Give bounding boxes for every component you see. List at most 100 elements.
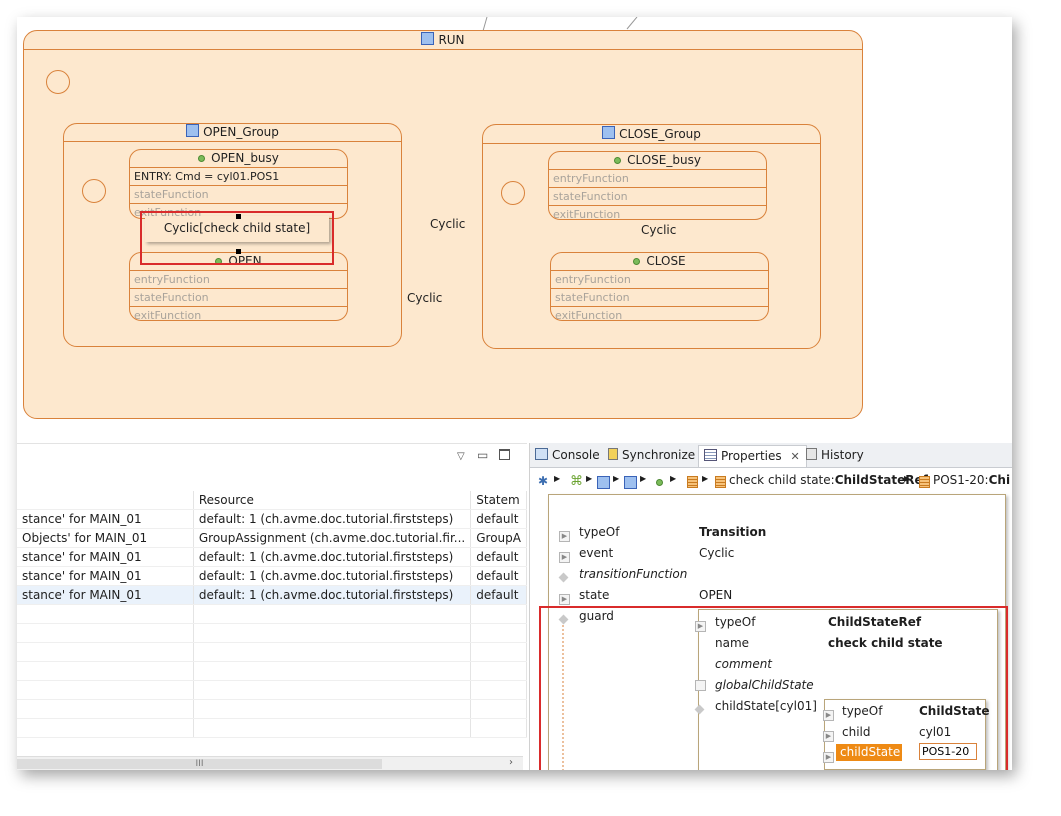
entry-function-row[interactable]: ENTRY: Cmd = cyl01.POS1: [130, 167, 347, 185]
close-state[interactable]: CLOSE entryFunction stateFunction exitFu…: [550, 252, 769, 321]
state-dot-icon[interactable]: [656, 479, 663, 486]
run-state-label: RUN: [438, 33, 465, 47]
selected-transition-label[interactable]: Cyclic[check child state]: [145, 216, 329, 242]
run-initial-state[interactable]: [46, 70, 70, 94]
column-header[interactable]: Statem: [470, 491, 527, 510]
table-cell: default: [470, 566, 527, 586]
child-row-typeof[interactable]: ▶ typeOf ChildState: [823, 704, 990, 721]
breadcrumb-separator-icon: ▶: [640, 474, 647, 483]
close-busy-state[interactable]: CLOSE_busy entryFunction stateFunction e…: [548, 151, 767, 220]
expand-icon[interactable]: ▶: [559, 531, 570, 542]
state-function-row[interactable]: stateFunction: [130, 185, 347, 203]
state-diagram-canvas[interactable]: RUN OPEN_Group OPEN_busy ENTRY: Cmd = cy…: [17, 17, 1012, 437]
state-dot-icon: [198, 155, 206, 162]
transition-label[interactable]: Cyclic: [641, 223, 677, 237]
state-group-icon[interactable]: [597, 476, 610, 489]
property-row-typeof[interactable]: ▶ typeOf Transition: [559, 525, 766, 542]
expand-icon[interactable]: ▶: [695, 621, 706, 632]
guard-row-global-child-state[interactable]: globalChildState: [695, 678, 814, 694]
expand-icon[interactable]: ▶: [823, 731, 834, 742]
close-tab-icon[interactable]: ✕: [790, 450, 800, 463]
guard-row-child-state[interactable]: childState[cyl01]: [694, 699, 817, 716]
run-state-title: RUN: [24, 32, 862, 48]
close-group-title: CLOSE_Group: [483, 126, 820, 142]
column-header[interactable]: [17, 491, 194, 510]
child-state-value-field[interactable]: [919, 743, 977, 760]
property-row-event[interactable]: ▶ event Cyclic: [559, 546, 734, 563]
exit-function-row[interactable]: exitFunction: [130, 306, 347, 320]
exit-function-row[interactable]: exitFunction: [551, 306, 768, 320]
expand-icon[interactable]: ▶: [559, 552, 570, 563]
tab-console[interactable]: Console: [535, 445, 600, 466]
property-value: ChildStateRef: [828, 615, 922, 629]
transition-label[interactable]: Cyclic: [407, 291, 443, 305]
entry-function-row[interactable]: entryFunction: [549, 169, 766, 187]
child-row-child-state[interactable]: ▶ childState: [823, 743, 977, 763]
transition-label[interactable]: Cyclic: [430, 217, 466, 231]
breadcrumb-child-name: POS1-20: [933, 473, 985, 487]
open-busy-state[interactable]: OPEN_busy ENTRY: Cmd = cyl01.POS1 stateF…: [129, 149, 348, 219]
state-group-icon[interactable]: [624, 476, 637, 489]
property-value: check child state: [828, 636, 943, 650]
horizontal-scrollbar[interactable]: III ›: [17, 756, 523, 770]
expand-icon[interactable]: ▶: [823, 710, 834, 721]
selection-handle[interactable]: [236, 249, 241, 254]
tab-synchronize[interactable]: Synchronize: [608, 445, 695, 466]
project-icon[interactable]: ✱: [538, 474, 549, 488]
property-row-state[interactable]: ▶ state OPEN: [559, 588, 732, 605]
property-key-selected: childState: [836, 744, 902, 761]
state-function-row[interactable]: stateFunction: [130, 288, 347, 306]
close-group-initial-state[interactable]: [501, 181, 525, 205]
table-row: [17, 718, 527, 738]
property-value: OPEN: [699, 588, 733, 602]
guard-row-typeof[interactable]: ▶ typeOf ChildStateRef: [695, 615, 921, 632]
breadcrumb-child[interactable]: POS1-20:Chi: [933, 473, 1011, 487]
state-machine-icon[interactable]: ⌘: [570, 474, 583, 489]
expand-icon[interactable]: ▶: [559, 594, 570, 605]
property-value: Transition: [699, 525, 767, 539]
checkbox-icon[interactable]: [695, 680, 706, 691]
table-cell: default: 1 (ch.avme.doc.tutorial.firstst…: [193, 509, 472, 529]
tab-properties-label: Properties: [721, 449, 782, 463]
tab-history-label: History: [821, 448, 864, 462]
state-dot-icon: [633, 258, 641, 265]
breadcrumb-ref[interactable]: check child state:ChildStateRef: [729, 473, 928, 487]
property-diamond-icon: [558, 572, 569, 583]
breadcrumb-separator-icon: ▶: [613, 474, 620, 483]
state-function-row[interactable]: stateFunction: [549, 187, 766, 205]
selection-handle[interactable]: [236, 214, 241, 219]
transition-icon[interactable]: [687, 476, 698, 488]
tab-history[interactable]: History: [806, 445, 864, 466]
child-state-ref-icon[interactable]: [715, 476, 726, 488]
scrollbar-thumb[interactable]: III: [17, 759, 382, 769]
open-group-initial-state[interactable]: [82, 179, 106, 203]
state-dot-icon: [614, 157, 622, 164]
table-row: [17, 604, 527, 624]
maximize-icon[interactable]: [499, 449, 510, 460]
child-row-child[interactable]: ▶ child cyl01: [823, 725, 951, 742]
minimize-icon[interactable]: ▭: [477, 448, 489, 462]
table-cell: Objects' for MAIN_01: [17, 528, 194, 548]
child-state-icon[interactable]: [919, 476, 930, 488]
table-row: [17, 661, 527, 681]
property-row-transition-function[interactable]: transitionFunction: [558, 567, 687, 584]
entry-function-row[interactable]: entryFunction: [551, 270, 768, 288]
open-busy-header: OPEN_busy: [130, 150, 347, 167]
state-function-row[interactable]: stateFunction: [551, 288, 768, 306]
table-cell: stance' for MAIN_01: [17, 566, 194, 586]
expand-icon[interactable]: ▶: [823, 752, 834, 763]
property-row-guard[interactable]: guard: [558, 609, 614, 626]
view-menu-icon[interactable]: ▽: [457, 451, 465, 462]
entry-function-row[interactable]: entryFunction: [130, 270, 347, 288]
exit-function-row[interactable]: exitFunction: [549, 205, 766, 219]
property-value: Cyclic: [699, 546, 735, 560]
scroll-right-icon[interactable]: ›: [509, 757, 513, 768]
column-header[interactable]: Resource: [193, 491, 472, 510]
run-divider: [24, 49, 862, 50]
